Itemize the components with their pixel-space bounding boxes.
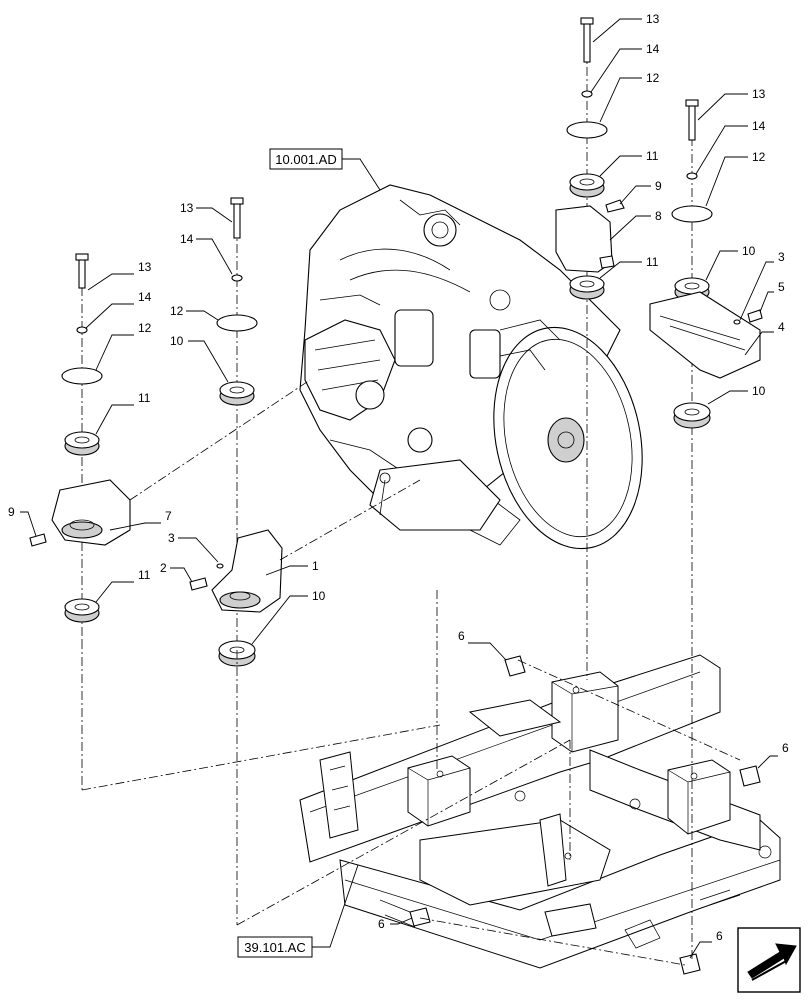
- callout-4: 4: [778, 320, 785, 334]
- arrow-icon[interactable]: [737, 927, 801, 993]
- callout-10: 10: [312, 589, 326, 603]
- callout-14: 14: [138, 290, 152, 304]
- third-mount-stack: [555, 17, 625, 680]
- callout-11: 11: [646, 149, 659, 163]
- callout-12: 12: [170, 304, 184, 318]
- callout-13: 13: [752, 87, 766, 101]
- callout-8: 8: [655, 209, 662, 223]
- callout-6: 6: [716, 929, 723, 943]
- phantom-lines: [81, 379, 741, 966]
- callout-9: 9: [655, 179, 662, 193]
- callout-12: 12: [752, 150, 766, 164]
- engine-ref-callout[interactable]: 10.001.AD: [269, 148, 381, 191]
- callout-14: 14: [646, 42, 660, 56]
- callout-9: 9: [8, 505, 15, 519]
- left-mount-stack: [29, 253, 131, 640]
- callout-12: 12: [138, 321, 152, 335]
- callouts: 13 14 12 11 9 7 11 13 14 12 10 3 2 1 10 …: [8, 12, 789, 959]
- callout-13: 13: [646, 12, 660, 26]
- frame-ref-label[interactable]: 39.101.AC: [244, 940, 305, 955]
- callout-11: 11: [646, 255, 659, 269]
- callout-13: 13: [138, 260, 152, 274]
- callout-2: 2: [160, 561, 167, 575]
- callout-14: 14: [752, 119, 766, 133]
- callout-11: 11: [138, 568, 151, 582]
- engine-ref-label[interactable]: 10.001.AD: [275, 152, 336, 167]
- chassis-frame: [299, 654, 781, 969]
- callout-14: 14: [180, 232, 194, 246]
- callout-5: 5: [778, 280, 785, 294]
- callout-6: 6: [378, 917, 385, 931]
- frame-ref-callout[interactable]: 39.101.AC: [237, 864, 359, 958]
- callout-10: 10: [742, 244, 756, 258]
- fourth-mount-stack: [649, 99, 763, 780]
- callout-6: 6: [458, 629, 465, 643]
- callout-13: 13: [180, 201, 194, 215]
- callout-3: 3: [778, 250, 785, 264]
- engine-assembly: [299, 184, 643, 550]
- callout-1: 1: [312, 559, 319, 573]
- callout-11: 11: [138, 391, 151, 405]
- callout-7: 7: [165, 509, 172, 523]
- second-mount-stack: [189, 197, 283, 667]
- callout-10: 10: [170, 334, 184, 348]
- nuts: [409, 655, 761, 975]
- callout-6: 6: [782, 741, 789, 755]
- callout-12: 12: [646, 71, 660, 85]
- callout-3: 3: [168, 531, 175, 545]
- callout-10: 10: [752, 384, 766, 398]
